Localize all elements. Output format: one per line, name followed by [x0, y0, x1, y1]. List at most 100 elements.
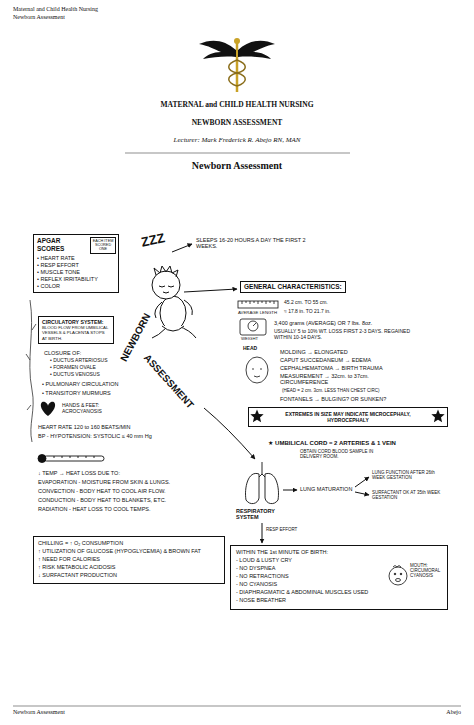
apgar-box: APGAR SCORES• HEART RATE• RESP EFFORT• M… — [33, 234, 119, 293]
thermometer-symbol — [38, 455, 46, 463]
scale-symbol — [240, 319, 266, 335]
rule-line — [13, 153, 461, 706]
scale-symbol — [240, 319, 266, 335]
thermometer-symbol — [44, 456, 104, 461]
section-box: CIRCULATORY SYSTEM:BLOOD FLOW FROM UMBIL… — [38, 316, 114, 344]
box-text: - LOUD & LUSTY CRY — [236, 557, 385, 565]
label-text: EVAPORATION - MOISTURE FROM SKIN & LUNGS… — [38, 479, 170, 485]
thermometer-symbol — [38, 455, 104, 463]
label-text: LUNG FUNCTION AFTER 26th WEEK GESTATION — [372, 470, 448, 480]
label-text: Newborn Assessment — [13, 14, 65, 21]
label-text: MOLDING → ELONGATED — [280, 349, 348, 355]
caduceus-logo — [199, 38, 275, 92]
blood-vessel-drawing — [26, 300, 36, 442]
infant-face — [400, 573, 402, 575]
caduceus-logo — [229, 60, 246, 86]
label-text: BP - HYPOTENSION: SYSTOLIC ≤ 40 mm Hg — [38, 433, 152, 439]
infant-face — [393, 566, 401, 568]
heart-symbol — [41, 402, 55, 416]
box-text: - NO DYSPNEA — [236, 565, 385, 573]
leader-arrow — [184, 289, 237, 292]
label-text: NEWBORN ASSESSMENT — [0, 119, 474, 128]
infant-face — [396, 579, 401, 582]
box-text: - NOSE BREATHER — [236, 597, 385, 605]
box-text: BLOOD FLOW FROM UMBILICAL VESSELS & PLAC… — [42, 325, 110, 340]
scale-symbol — [253, 323, 256, 326]
lungs-drawing — [246, 462, 279, 504]
label-text: MEASUREMENT → 32cm. to 37cm. CIRCUMFEREN… — [280, 373, 390, 386]
label-text: MOUTH: CIRCUMORAL CYANOSIS — [410, 563, 446, 579]
caduceus-logo — [236, 42, 239, 92]
label-text: • PULMONARY CIRCULATION — [42, 381, 119, 387]
head-symbol — [246, 357, 268, 383]
lungs-drawing — [265, 473, 278, 503]
label-text: HANDS & FEET: ACROCYANOSIS — [62, 403, 124, 415]
leader-arrow — [172, 244, 369, 543]
baby-figure — [159, 286, 174, 287]
box-text: - NO RETRACTIONS — [236, 573, 385, 581]
box-text: ↑ NEED FOR CALORIES — [38, 556, 220, 564]
baby-figure — [160, 296, 186, 330]
baby-figure — [154, 266, 178, 277]
box-heading: GENERAL CHARACTERISTICS: — [244, 283, 342, 291]
score-note-box: EACH ITEM SCORED ONE — [90, 237, 116, 254]
label-text: Newborn Assessment — [0, 160, 474, 172]
rule-line — [125, 153, 350, 154]
label-text: SURFACTANT OK AT 35th WEEK GESTATION — [372, 490, 448, 500]
infant-face — [394, 573, 396, 575]
box-text: • MUSCLE TONE — [37, 269, 115, 276]
label-text: 45.2 cm. TO 55 cm. — [284, 300, 328, 306]
label-text: ZZZ — [140, 231, 166, 251]
blood-vessel-drawing — [26, 324, 36, 410]
box-text: - DIAPHRAGMATIC & ABDOMINAL MUSCLES USED — [236, 589, 385, 597]
baby-figure — [152, 266, 196, 338]
label-text: CAPUT SUCCEDANEUM → EDEMA — [280, 357, 371, 363]
label-text: ↓ TEMP → HEAT LOSS DUE TO: — [38, 470, 120, 476]
caduceus-logo — [199, 41, 236, 59]
label-text: RADIATION - HEAT LOSS TO COOL TEMPS. — [38, 506, 151, 512]
label-text: FONTANELS → BULGING? OR SUNKEN? — [280, 396, 386, 402]
leader-arrow — [355, 492, 369, 495]
leader-arrow — [262, 523, 263, 543]
label-text: USUALLY 5 to 10% WT. LOSS FIRST 2-3 DAYS… — [274, 329, 424, 341]
head-symbol — [246, 357, 268, 383]
ruler-symbol — [238, 301, 278, 308]
label-text: HEART RATE 120 to 160 BEATS/MIN — [38, 424, 131, 430]
baby-figure — [155, 302, 162, 318]
label-text: RESP EFFORT — [266, 527, 297, 532]
caduceus-logo — [234, 38, 240, 44]
star-symbol — [250, 410, 263, 423]
info-box: CHILLING = ↑ O₂ CONSUMPTION↑ UTILIZATION… — [33, 536, 225, 584]
leader-arrow — [355, 477, 369, 487]
rule-line — [13, 706, 461, 707]
head-symbol — [252, 369, 262, 377]
label-text: (HEAD = 2 cm. 3cm. LESS THAN CHEST CIRC) — [282, 388, 379, 393]
blood-vessel-drawing — [30, 300, 33, 442]
infant-face — [389, 566, 407, 586]
box-heading: CIRCULATORY SYSTEM: — [42, 319, 110, 325]
label-text: HEAD — [243, 346, 257, 352]
box-text: • REFLEX IRRITABILITY — [37, 276, 115, 283]
label-text: • DUCTUS VENOSUS — [50, 372, 100, 378]
leader-arrow — [283, 490, 297, 491]
box-heading: EXTREMES IN SIZE MAY INDICATE MICROCEPHA… — [266, 411, 430, 423]
thermometer-symbol — [54, 456, 94, 458]
label-text: ≈ 17.8 in. TO 21.7 in. — [284, 309, 330, 315]
ruler-symbol — [238, 301, 278, 308]
caduceus-logo — [238, 41, 275, 59]
baby-figure — [184, 300, 192, 315]
infant-face — [389, 567, 407, 585]
label-text: Newborn Assessment — [13, 709, 65, 716]
lungs-drawing — [246, 473, 259, 503]
box-text: • HEART RATE — [37, 255, 115, 262]
label-text: SLEEPS 16-20 HOURS A DAY THE FIRST 2 WEE… — [196, 237, 308, 250]
box-heading: WITHIN THE 1st MINUTE OF BIRTH: — [236, 549, 385, 557]
label-text: • TRANSITORY MURMURS — [42, 390, 111, 396]
box-text: ↑ RISK METABOLIC ACIDOSIS — [38, 564, 220, 572]
label-text: WEIGHT — [241, 337, 258, 342]
label-text: CLOSURE OF: — [44, 350, 81, 356]
ruler-symbol — [242, 301, 274, 304]
label-text: OBTAIN CORD BLOOD SAMPLE IN DELIVERY ROO… — [300, 449, 390, 459]
label-text: CONDUCTION - BODY HEAT TO BLANKETS, ETC. — [38, 497, 166, 503]
